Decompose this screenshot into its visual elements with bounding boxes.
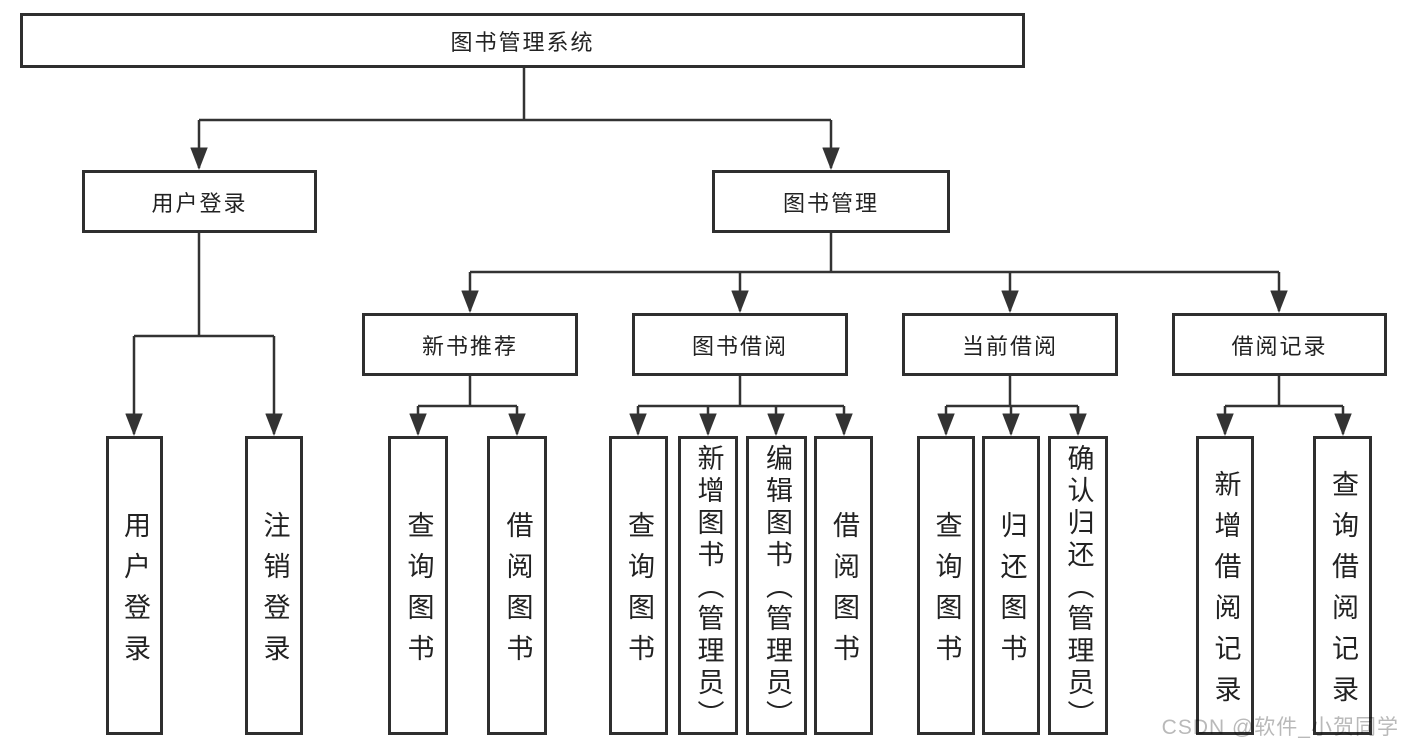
leaf-confirm-return-admin-label: 确认归还（管理员） [1063,444,1094,732]
connector-new-book-recommend-to-leaves [409,376,526,437]
connector-book-borrow-to-leaves [629,376,853,437]
connector-user-login-to-leaves [125,233,283,437]
csdn-watermark: CSDN @软件_小贺同学 [1161,716,1399,739]
node-book-management-label: 图书管理 [782,190,879,216]
node-new-book-recommend: 新书推荐 [362,313,578,376]
leaf-add-borrow-record: 新增借阅记录 [1196,436,1254,735]
leaf-borrow-books-label: 借阅图书 [829,510,860,675]
leaf-return-books-label: 归还图书 [996,510,1027,675]
node-root-system-label: 图书管理系统 [450,29,595,55]
node-root-system: 图书管理系统 [20,13,1025,68]
leaf-query-books-recommend-label: 查询图书 [403,510,434,675]
leaf-query-books-current-label: 查询图书 [931,510,962,675]
leaf-add-books-admin: 新增图书（管理员） [678,436,738,735]
node-borrow-records-label: 借阅记录 [1231,333,1328,359]
leaf-return-books: 归还图书 [982,436,1040,735]
leaf-query-books-recommend: 查询图书 [388,436,448,735]
leaf-edit-books-admin: 编辑图书（管理员） [746,436,807,735]
node-borrow-records: 借阅记录 [1172,313,1387,376]
node-book-management: 图书管理 [712,170,950,233]
leaf-user-login: 用户登录 [106,436,163,735]
leaf-confirm-return-admin: 确认归还（管理员） [1048,436,1108,735]
leaf-borrow-books: 借阅图书 [814,436,873,735]
node-current-borrow: 当前借阅 [902,313,1118,376]
node-book-borrow-label: 图书借阅 [691,333,788,359]
leaf-query-books-borrow-label: 查询图书 [624,510,655,675]
node-current-borrow-label: 当前借阅 [961,333,1058,359]
leaf-edit-books-admin-label: 编辑图书（管理员） [762,444,793,732]
leaf-logout-label: 注销登录 [259,510,290,675]
connector-book-management-to-level3 [461,233,1288,314]
node-user-login: 用户登录 [82,170,317,233]
leaf-borrow-books-recommend: 借阅图书 [487,436,547,735]
connector-borrow-records-to-leaves [1216,376,1352,437]
leaf-add-borrow-record-label: 新增借阅记录 [1210,469,1241,716]
node-user-login-label: 用户登录 [151,190,248,216]
node-book-borrow: 图书借阅 [632,313,848,376]
leaf-user-login-label: 用户登录 [120,510,151,675]
leaf-query-borrow-record: 查询借阅记录 [1313,436,1372,735]
leaf-borrow-books-recommend-label: 借阅图书 [502,510,533,675]
leaf-query-borrow-record-label: 查询借阅记录 [1328,469,1359,716]
leaf-query-books-borrow: 查询图书 [609,436,668,735]
node-new-book-recommend-label: 新书推荐 [421,333,518,359]
leaf-logout: 注销登录 [245,436,303,735]
connector-current-borrow-to-leaves [937,376,1087,437]
leaf-add-books-admin-label: 新增图书（管理员） [693,444,724,732]
connector-root-to-level2 [190,68,840,171]
leaf-query-books-current: 查询图书 [917,436,975,735]
